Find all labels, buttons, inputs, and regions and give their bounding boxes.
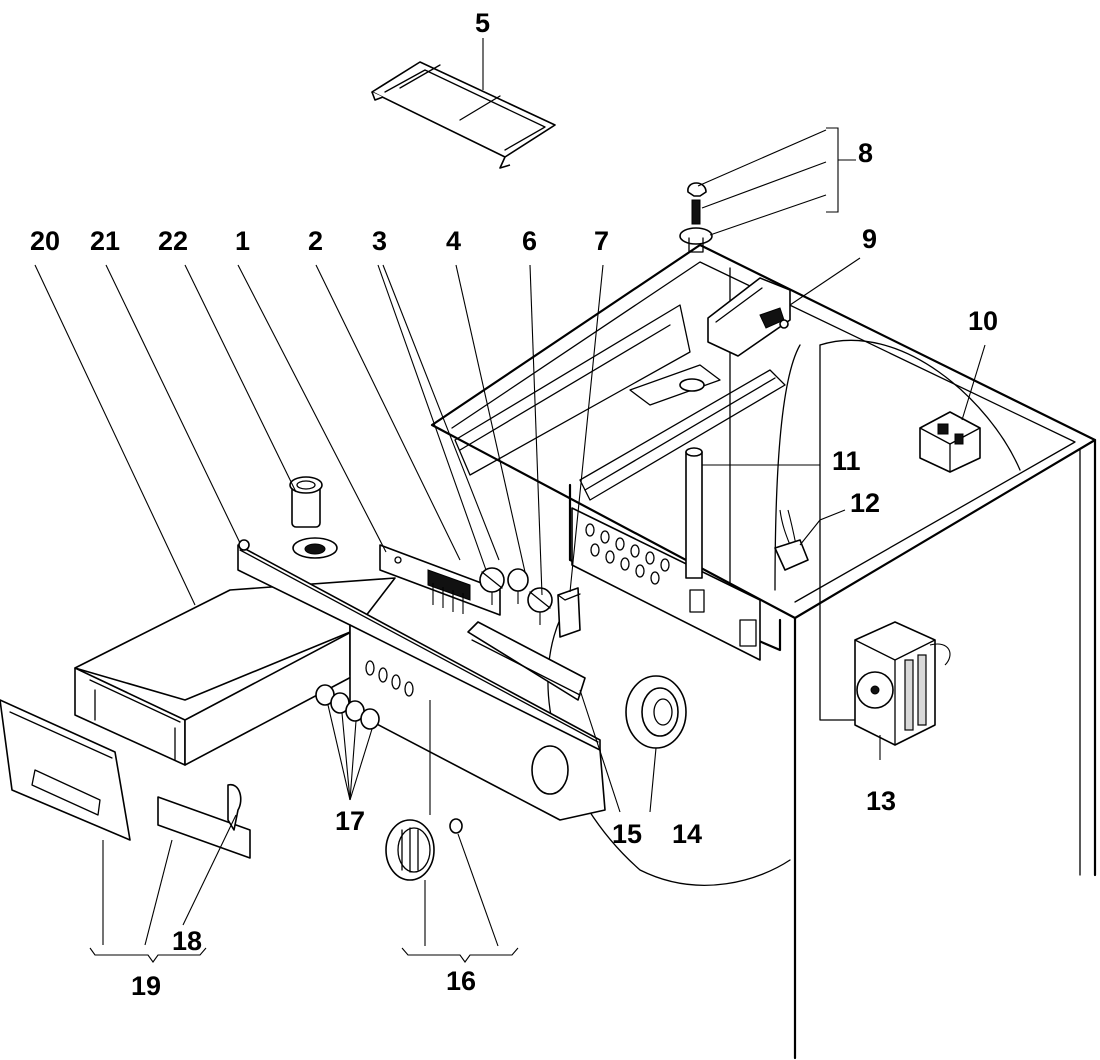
- part-12-sensor: [774, 509, 809, 571]
- label-part-10: 10: [968, 306, 998, 336]
- part-15-cover: [467, 621, 586, 701]
- label-part-17: 17: [335, 806, 365, 836]
- part-5-handle: [371, 61, 556, 169]
- label-part-8: 8: [858, 138, 873, 168]
- label-part-5: 5: [475, 8, 490, 38]
- part-8-clip-spring: [679, 182, 713, 253]
- label-part-4: 4: [446, 226, 461, 256]
- part-14-ring: [625, 675, 687, 749]
- label-part-2: 2: [308, 226, 323, 256]
- label-part-1: 1: [235, 226, 250, 256]
- part-17-buttons: [315, 684, 380, 730]
- label-part-9: 9: [862, 224, 877, 254]
- label-part-20: 20: [30, 226, 60, 256]
- front-fascia: [237, 537, 606, 821]
- part-19-drawer-front: [0, 699, 131, 841]
- leader-lines: [34, 38, 986, 963]
- label-part-7: 7: [594, 226, 609, 256]
- cabinet: [430, 243, 1097, 1060]
- label-part-12: 12: [850, 488, 880, 518]
- part-16-dial-knob: [385, 818, 463, 881]
- label-part-6: 6: [522, 226, 537, 256]
- part-11-post: [685, 447, 703, 579]
- label-part-21: 21: [90, 226, 120, 256]
- label-part-3: 3: [372, 226, 387, 256]
- label-part-19: 19: [131, 971, 161, 1001]
- label-part-11: 11: [832, 446, 861, 476]
- label-part-16: 16: [446, 966, 476, 996]
- label-part-13: 13: [866, 786, 896, 816]
- label-part-18: 18: [172, 926, 202, 956]
- label-part-15: 15: [612, 819, 642, 849]
- part-22-cap: [289, 476, 323, 528]
- part-10-relay: [919, 411, 981, 473]
- label-part-22: 22: [158, 226, 188, 256]
- parts-1-7-controls: [379, 544, 581, 638]
- part-9-lid-switch: [707, 277, 791, 357]
- label-part-14: 14: [672, 819, 702, 849]
- rear-panel-holes: [585, 523, 757, 647]
- part-labels: 5 8 20 21 22 1 2 3 4 6 7 9 10 11 12 13 1…: [30, 8, 998, 1001]
- part-13-timer: [854, 621, 951, 746]
- part-18-strip: [157, 784, 251, 859]
